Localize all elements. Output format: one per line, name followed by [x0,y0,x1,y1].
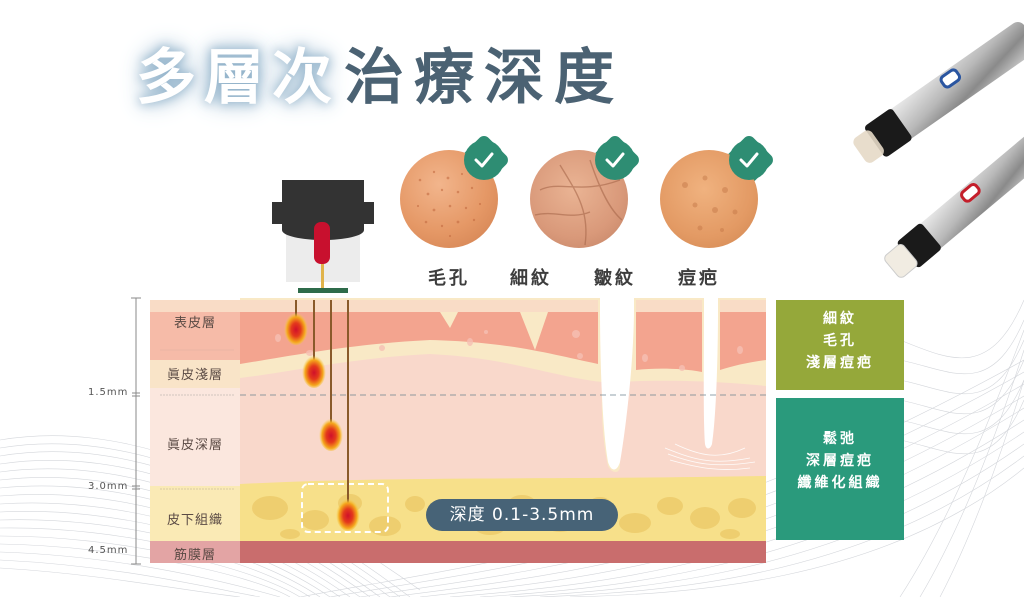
wrinkle-check-badge [595,140,635,180]
depth-scale-ruler [131,297,141,565]
depth-range-badge: 深度 0.1-3.5mm [426,499,618,531]
scar-texture [682,175,738,232]
treatment-line: 鬆弛 [823,431,857,447]
treatment-line: 毛孔 [823,333,857,349]
checkmark-icon [739,152,759,168]
microneedle-device-icon [272,180,374,293]
layer-label-fascia: 筋膜層 [173,548,216,563]
treatment-box-shallow: 細紋 毛孔 淺層痘疤 [776,300,904,390]
checkmark-icon [605,152,625,168]
pore-texture [416,170,482,238]
treatment-line: 纖維化組織 [797,475,883,491]
concern-label-wrinkles: 皺紋 [594,268,636,289]
title-highlight: 多層次 [136,43,340,113]
acne-scar-check-badge [729,140,769,180]
concern-label-fine-lines: 細紋 [510,268,552,289]
concern-label-pores: 毛孔 [428,268,470,289]
wrinkle-texture [534,159,623,246]
treatment-box-deep: 鬆弛 深層痘疤 纖維化組織 [776,398,904,540]
layer-label-deep-dermis: 眞皮深層 [166,438,223,453]
layer-label-epidermis: 表皮層 [173,316,216,331]
pore-check-badge [464,140,504,180]
treatment-line: 細紋 [823,311,857,327]
concern-label-acne-scars: 痘疤 [678,268,720,289]
treatment-line: 淺層痘疤 [806,355,874,371]
layer-label-shallow-dermis: 眞皮淺層 [166,368,223,383]
title-main: 治療深度 [344,43,624,113]
scale-mark-4-5mm: 4.5mm [88,545,129,556]
scale-mark-1-5mm: 1.5mm [88,387,129,398]
treatment-line: 深層痘疤 [806,453,874,469]
handpiece-devices-image [853,22,1024,278]
checkmark-icon [474,152,494,168]
scale-mark-3-0mm: 3.0mm [88,481,129,492]
layer-label-subcutaneous: 皮下組織 [166,513,223,528]
page-title: 多層次治療深度 [136,38,624,118]
